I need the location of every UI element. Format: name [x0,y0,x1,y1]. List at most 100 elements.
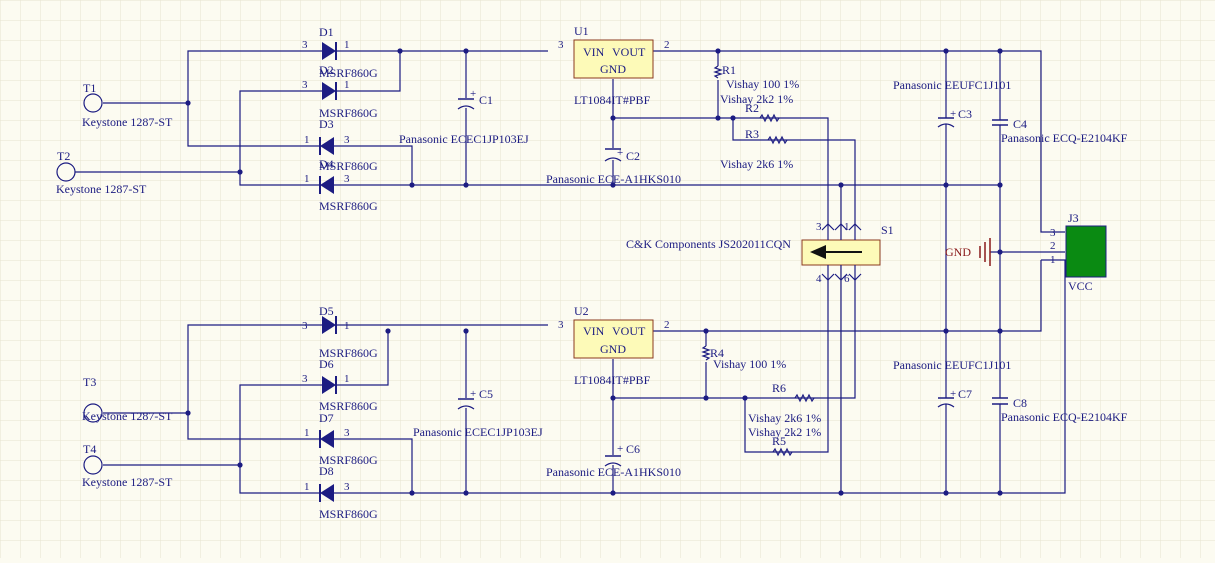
terminal-t1[interactable]: T1 Keystone 1287-ST [82,81,173,129]
pin-number: 3 [344,427,350,439]
diode-d4[interactable]: D4 MSRF860G 1 3 [304,157,378,213]
capacitor-part: Panasonic ECEC1JP103EJ [413,425,543,439]
diode-d7[interactable]: D7 MSRF860G 1 3 [304,411,378,467]
capacitor-part: Panasonic ECQ-E2104KF [1001,131,1128,145]
diode-ref: D2 [319,63,334,77]
capacitor-c6[interactable]: + C6 Panasonic ECE-A1HKS010 [546,442,681,479]
pin-name-vin: VIN [583,324,605,338]
terminal-ref: T4 [83,442,96,456]
pin-number: 1 [304,134,310,146]
pin-number: 2 [1050,240,1056,252]
resistor-ref: R1 [722,63,736,77]
diode-part: MSRF860G [319,453,378,467]
capacitor-ref: C3 [958,107,972,121]
pin-number: 2 [664,319,670,331]
pin-number: 3 [302,373,308,385]
wires [75,50,1066,494]
pin-number: 3 [344,173,350,185]
diode-ref: D4 [319,157,334,171]
diode-d6[interactable]: D6 MSRF860G 3 1 [302,357,378,413]
diode-d3[interactable]: D3 MSRF860G 1 3 [304,117,378,173]
terminal-t4[interactable]: T4 Keystone 1287-ST [82,442,173,489]
pin-number: 2 [664,39,670,51]
diode-part: MSRF860G [319,346,378,360]
capacitor-ref: C4 [1013,117,1027,131]
diode-ref: D8 [319,464,334,478]
polarity-mark: + [617,443,623,455]
resistor-r1[interactable]: R1 Vishay 100 1% [713,63,799,91]
ground-symbol: GND [945,238,991,266]
pin-name-vin: VIN [583,45,605,59]
diode-part: MSRF860G [319,399,378,413]
capacitor-c7[interactable]: + C7 Panasonic EEUFC1J101 [893,358,1011,408]
pin-number: 1 [344,373,350,385]
pin-number: 4 [816,273,822,285]
resistor-r4[interactable]: R4 Vishay 100 1% [701,345,786,371]
resistor-r3[interactable]: R3 Vishay 2k6 1% [720,127,793,171]
switch-part: C&K Components JS202011CQN [626,237,791,251]
diode-d2[interactable]: D2 MSRF860G 3 1 [302,63,378,120]
pin-number: 6 [844,273,850,285]
capacitor-ref: C2 [626,149,640,163]
pin-number: 3 [1050,227,1056,239]
resistor-ref: R3 [745,127,759,141]
resistor-part: Vishay 100 1% [726,77,799,91]
resistor-ref: R5 [772,434,786,448]
regulator-part: LT1084IT#PBF [574,93,651,107]
pin-number: 3 [302,79,308,91]
terminal-t3[interactable]: T3 Keystone 1287-ST [82,375,173,423]
polarity-mark: + [470,88,476,100]
resistor-part: Vishay 100 1% [713,357,786,371]
pin-number: 1 [844,221,850,233]
connector-j3[interactable]: J3 VCC 3 2 1 [1050,211,1107,293]
capacitor-c4[interactable]: C4 Panasonic ECQ-E2104KF [992,117,1128,145]
diode-ref: D3 [319,117,334,131]
resistor-ref: R6 [772,381,786,395]
resistor-r5[interactable]: R5 Vishay 2k2 1% [748,425,821,457]
switch-s1[interactable]: 3 1 4 6 S1 C&K Components JS202011CQN [626,221,894,286]
capacitor-c3[interactable]: + C3 Panasonic EEUFC1J101 [893,78,1011,128]
regulator-u2[interactable]: VIN VOUT GND U2 LT1084IT#PBF 3 2 [558,304,670,387]
resistor-part: Vishay 2k6 1% [720,157,793,171]
pin-number: 1 [344,39,350,51]
capacitor-part: Panasonic ECEC1JP103EJ [399,132,529,146]
pin-number: 3 [816,221,822,233]
diode-ref: D5 [319,304,334,318]
capacitor-part: Panasonic EEUFC1J101 [893,358,1011,372]
diode-part: MSRF860G [319,199,378,213]
capacitor-c2[interactable]: + C2 Panasonic ECE-A1HKS010 [546,147,681,186]
capacitor-ref: C1 [479,93,493,107]
pin-number: 3 [302,39,308,51]
gnd-label: GND [945,245,971,259]
terminal-ref: T3 [83,375,96,389]
diode-d8[interactable]: D8 MSRF860G 1 3 [304,464,378,521]
terminal-ref: T2 [57,149,70,163]
diode-d1[interactable]: D1 MSRF860G 3 1 [302,25,378,80]
capacitor-part: Panasonic ECE-A1HKS010 [546,172,681,186]
capacitor-c1[interactable]: + C1 Panasonic ECEC1JP103EJ [399,88,529,146]
resistor-part: Vishay 2k6 1% [748,411,821,425]
terminal-part: Keystone 1287-ST [56,182,147,196]
pin-name-gnd: GND [600,62,626,76]
diode-part: MSRF860G [319,106,378,120]
pin-number: 3 [558,319,564,331]
resistor-r2[interactable]: R2 Vishay 2k2 1% [720,92,793,123]
terminal-part: Keystone 1287-ST [82,475,173,489]
capacitor-c8[interactable]: C8 Panasonic ECQ-E2104KF [992,396,1128,424]
diode-d5[interactable]: D5 MSRF860G 3 1 [302,304,378,360]
polarity-mark: + [950,108,956,120]
resistor-r6[interactable]: R6 Vishay 2k6 1% [748,381,821,425]
regulator-ref: U1 [574,24,589,38]
capacitor-ref: C5 [479,387,493,401]
capacitor-part: Panasonic EEUFC1J101 [893,78,1011,92]
capacitor-ref: C7 [958,387,972,401]
pin-name-vout: VOUT [612,324,646,338]
diode-part: MSRF860G [319,159,378,173]
capacitor-c5[interactable]: + C5 Panasonic ECEC1JP103EJ [413,387,543,439]
regulator-u1[interactable]: VIN VOUT GND U1 LT1084IT#PBF 3 2 [558,24,670,107]
polarity-mark: + [950,388,956,400]
terminal-t2[interactable]: T2 Keystone 1287-ST [56,149,147,196]
pin-number: 3 [344,134,350,146]
diode-ref: D7 [319,411,334,425]
